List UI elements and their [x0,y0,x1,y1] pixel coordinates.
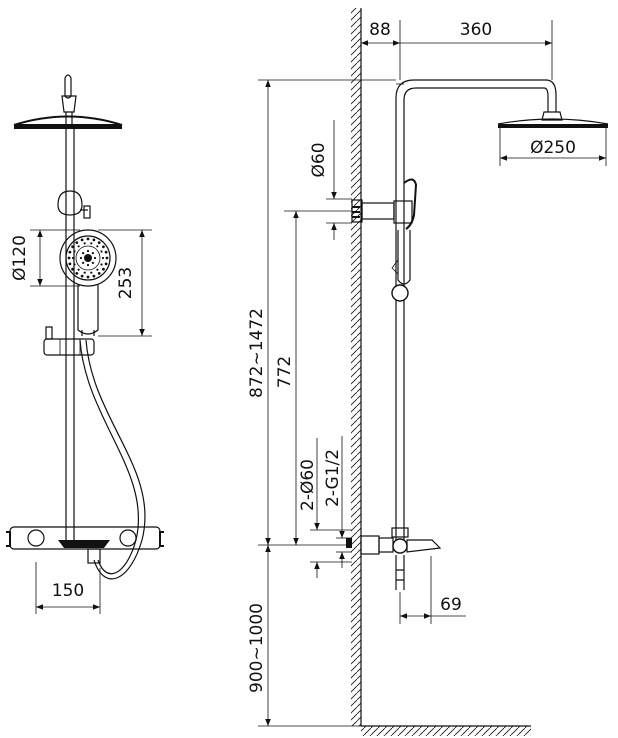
front-shower-rail [65,129,75,540]
nozzle-dot [96,268,99,271]
front-thermostatic-mixer [6,526,164,564]
thread-size-label: 2-G1/2 [323,449,343,507]
rail-height-label: 772 [275,356,295,388]
nozzle-dot [91,261,94,264]
nozzle-dot [101,256,105,260]
front-overhead-shower-head [13,74,123,129]
side-hand-shower [391,178,418,302]
nozzle-dot [100,263,103,266]
nozzle-dot [68,250,72,254]
nozzle-dot [93,256,97,260]
mount-height-label: 900~1000 [247,603,267,693]
hand-shower-diameter-dimension: Ø120 [10,229,80,287]
nozzle-dot [73,250,76,253]
rail-height-dimension: 772 [275,210,352,545]
escutcheon-diameter-label: 2-Ø60 [298,459,318,511]
nozzle-dot [71,256,75,260]
hand-shower-length-label: 253 [116,267,136,299]
nozzle-dot [83,271,86,274]
nozzle-dot [75,241,79,245]
wall-plate-diameter-dimension: Ø60 [309,120,352,240]
nozzle-dot [86,275,90,279]
nozzle-dot [102,245,105,249]
nozzle-dot [104,250,108,254]
nozzle-dot [90,242,93,245]
inlet-spacing-label: 150 [52,581,84,601]
side-rail-and-arm [395,79,557,540]
nozzle-dot [68,262,72,266]
nozzle-dot [86,237,90,241]
total-height-dimension: 872~1472 [247,79,396,546]
hand-shower-length-dimension: 253 [98,229,152,337]
escutcheon-diameter-dimension: 2-Ø60 [298,438,352,578]
total-height-label: 872~1472 [247,308,267,398]
nozzle-dot [82,261,85,264]
nozzle-dot [105,256,109,260]
side-view: 88 360 Ø250 Ø60 872~1472 [247,8,609,736]
nozzle-dot [73,263,76,266]
nozzle-dot [80,238,84,242]
nozzle-dot [71,245,74,249]
wall-section [351,8,531,736]
nozzle-dot [86,263,90,267]
nozzle-dot [86,249,90,253]
nozzle-dot [67,256,71,260]
nozzle-dot [82,252,85,255]
nozzle-dot [75,272,79,275]
side-overhead-shower-head [497,111,609,128]
nozzle-dot [83,242,86,245]
nozzle-dot [102,267,105,271]
nozzle-dot [71,267,74,271]
nozzle-dot [92,274,96,278]
front-hand-shower [59,229,117,336]
nozzle-dot [97,241,101,245]
arm-length-label: 360 [460,20,492,40]
thread-size-dimension: 2-G1/2 [323,436,352,568]
mount-height-dimension: 900~1000 [247,545,361,727]
wall-offset-label: 88 [369,20,391,40]
nozzle-dot [97,272,101,275]
nozzle-dot [77,245,80,248]
hand-shower-diameter-label: Ø120 [10,235,30,281]
front-slider [43,326,95,356]
side-wall-bracket [351,199,413,224]
hand-shower-nozzles [67,237,109,279]
wall-offset-dimension: 88 [360,20,401,80]
nozzle-dot [80,274,84,278]
inlet-spacing-dimension: 150 [35,562,101,614]
head-diameter-label: Ø250 [530,138,576,158]
front-shower-hose [79,339,146,580]
arm-length-dimension: 360 [400,20,553,80]
spout-projection-dimension: 69 [399,556,466,624]
nozzle-dot [104,262,108,266]
front-view: Ø120 253 150 [6,74,164,614]
nozzle-dot [92,238,96,242]
nozzle-dot [77,268,80,271]
nozzle-dot [100,250,103,253]
wall-plate-diameter-label: Ø60 [309,142,329,177]
nozzle-dot [96,245,99,248]
head-diameter-dimension: Ø250 [499,128,607,166]
spout-projection-label: 69 [440,595,462,615]
nozzle-dot [90,271,93,274]
side-mixer [346,527,442,590]
nozzle-dot [91,252,94,255]
front-wall-bracket [57,190,91,219]
nozzle-dot [79,256,83,260]
